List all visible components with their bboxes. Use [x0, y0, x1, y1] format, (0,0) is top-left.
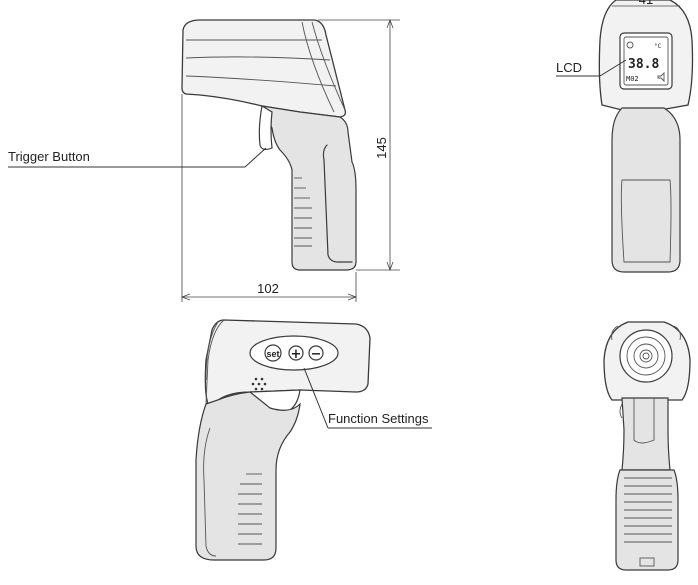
front-grip-ridges: [624, 477, 672, 543]
speaker-holes: [251, 377, 267, 391]
trigger-button-label: Trigger Button: [8, 149, 90, 164]
width-dimension-label: 41: [639, 0, 653, 7]
plus-button-label: +: [291, 347, 302, 362]
lcd-mode: M02: [626, 75, 639, 83]
minus-button-label: −: [311, 347, 322, 362]
lcd-screen: °C 38.8 M02: [619, 32, 673, 90]
lcd-unit: °C: [654, 43, 662, 50]
set-button[interactable]: set: [264, 344, 282, 362]
front-view: [603, 321, 691, 571]
height-dimension-label: 145: [374, 137, 389, 159]
lcd-reading: 38.8: [628, 57, 659, 72]
perspective-view: set + −: [195, 319, 432, 561]
plus-button[interactable]: +: [288, 345, 304, 362]
length-dimension-label: 102: [257, 281, 279, 296]
sensor-lens: [619, 329, 673, 383]
set-button-label: set: [266, 349, 279, 359]
function-settings-label: Function Settings: [328, 411, 429, 426]
grip-ridges: [294, 177, 312, 247]
side-view: 145 102 Trigger Button: [8, 18, 400, 302]
rear-view: °C 38.8 M02 41 LCD: [556, 0, 694, 273]
perspective-grip-ridges: [238, 473, 262, 545]
minus-button[interactable]: −: [308, 345, 324, 362]
lcd-label: LCD: [556, 60, 582, 75]
